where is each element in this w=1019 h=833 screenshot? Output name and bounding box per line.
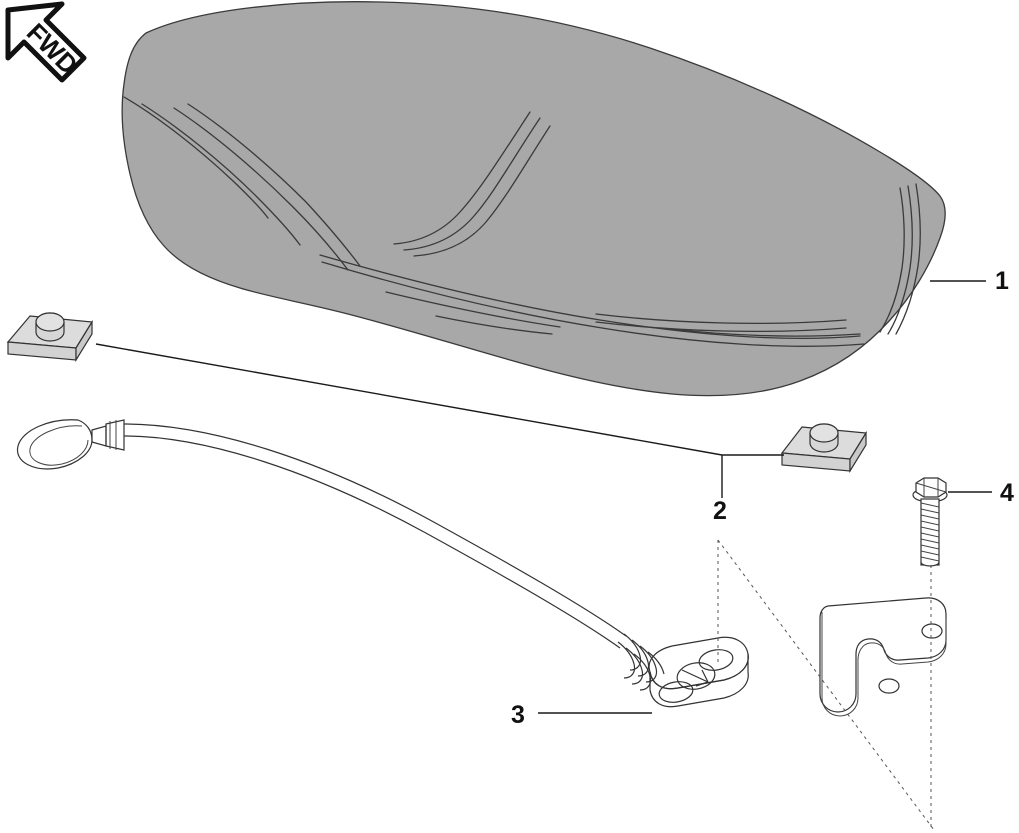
hook-bracket-notch-edge [857, 642, 903, 665]
cable-body-top [123, 423, 627, 637]
hook-bracket-top-face [819, 597, 947, 713]
nut-plate-left-side-face [75, 319, 93, 363]
callout-label-1: 1 [995, 267, 1009, 295]
seat-crease-group-center [393, 111, 551, 257]
bolt-shank [920, 498, 940, 566]
hex-flange-bolt [912, 477, 948, 567]
nut-plate-right-side-face [849, 430, 867, 474]
cable-body-bottom [123, 435, 621, 649]
hook-bracket-hole-upper [921, 623, 943, 639]
callout-label-4: 4 [1000, 479, 1014, 507]
seat-crease-group-lower [319, 254, 865, 347]
callout-label-3: 3 [511, 701, 525, 729]
cable-fitting-hole-lower [658, 681, 694, 703]
cable-fitting-cam [676, 662, 716, 690]
callout-2-leaders [95, 343, 784, 498]
fwd-arrow-icon: FWD [4, 1, 88, 83]
hook-bracket-edge-left [821, 612, 859, 717]
cable-loop-eye [16, 419, 93, 470]
dashed-axis-diagonal [717, 539, 935, 831]
seat-release-cable [16, 419, 665, 691]
nut-plate-right [780, 423, 868, 474]
cable-fitting-side-wall [649, 653, 749, 708]
nut-plate-right-boss-top [809, 423, 839, 443]
seat-catch-hook-bracket [819, 597, 947, 717]
hook-bracket-edge-right [901, 618, 947, 665]
seat-crease-group-left [123, 96, 361, 271]
callout-label-2: 2 [713, 497, 727, 525]
seat-crease-group-right-edge [879, 183, 921, 335]
nut-plate-left-boss-top [35, 312, 65, 332]
seat-assembly [121, 1, 946, 397]
cable-fitting-cam-slot [681, 669, 710, 687]
cable-swage [91, 425, 107, 447]
bolt-threads [920, 502, 940, 562]
seat-body-outline [121, 1, 946, 397]
assembly-construction-lines [717, 539, 935, 831]
hook-bracket-hole-lower [878, 678, 900, 694]
cable-end-oval-fitting [648, 636, 749, 708]
cable-fitting-hole-upper [698, 649, 734, 671]
cable-strain-relief-coil [617, 633, 665, 691]
nut-plate-upper-left [6, 312, 94, 363]
fwd-arrow-outline [5, 1, 87, 83]
cable-ferrule [105, 419, 125, 451]
